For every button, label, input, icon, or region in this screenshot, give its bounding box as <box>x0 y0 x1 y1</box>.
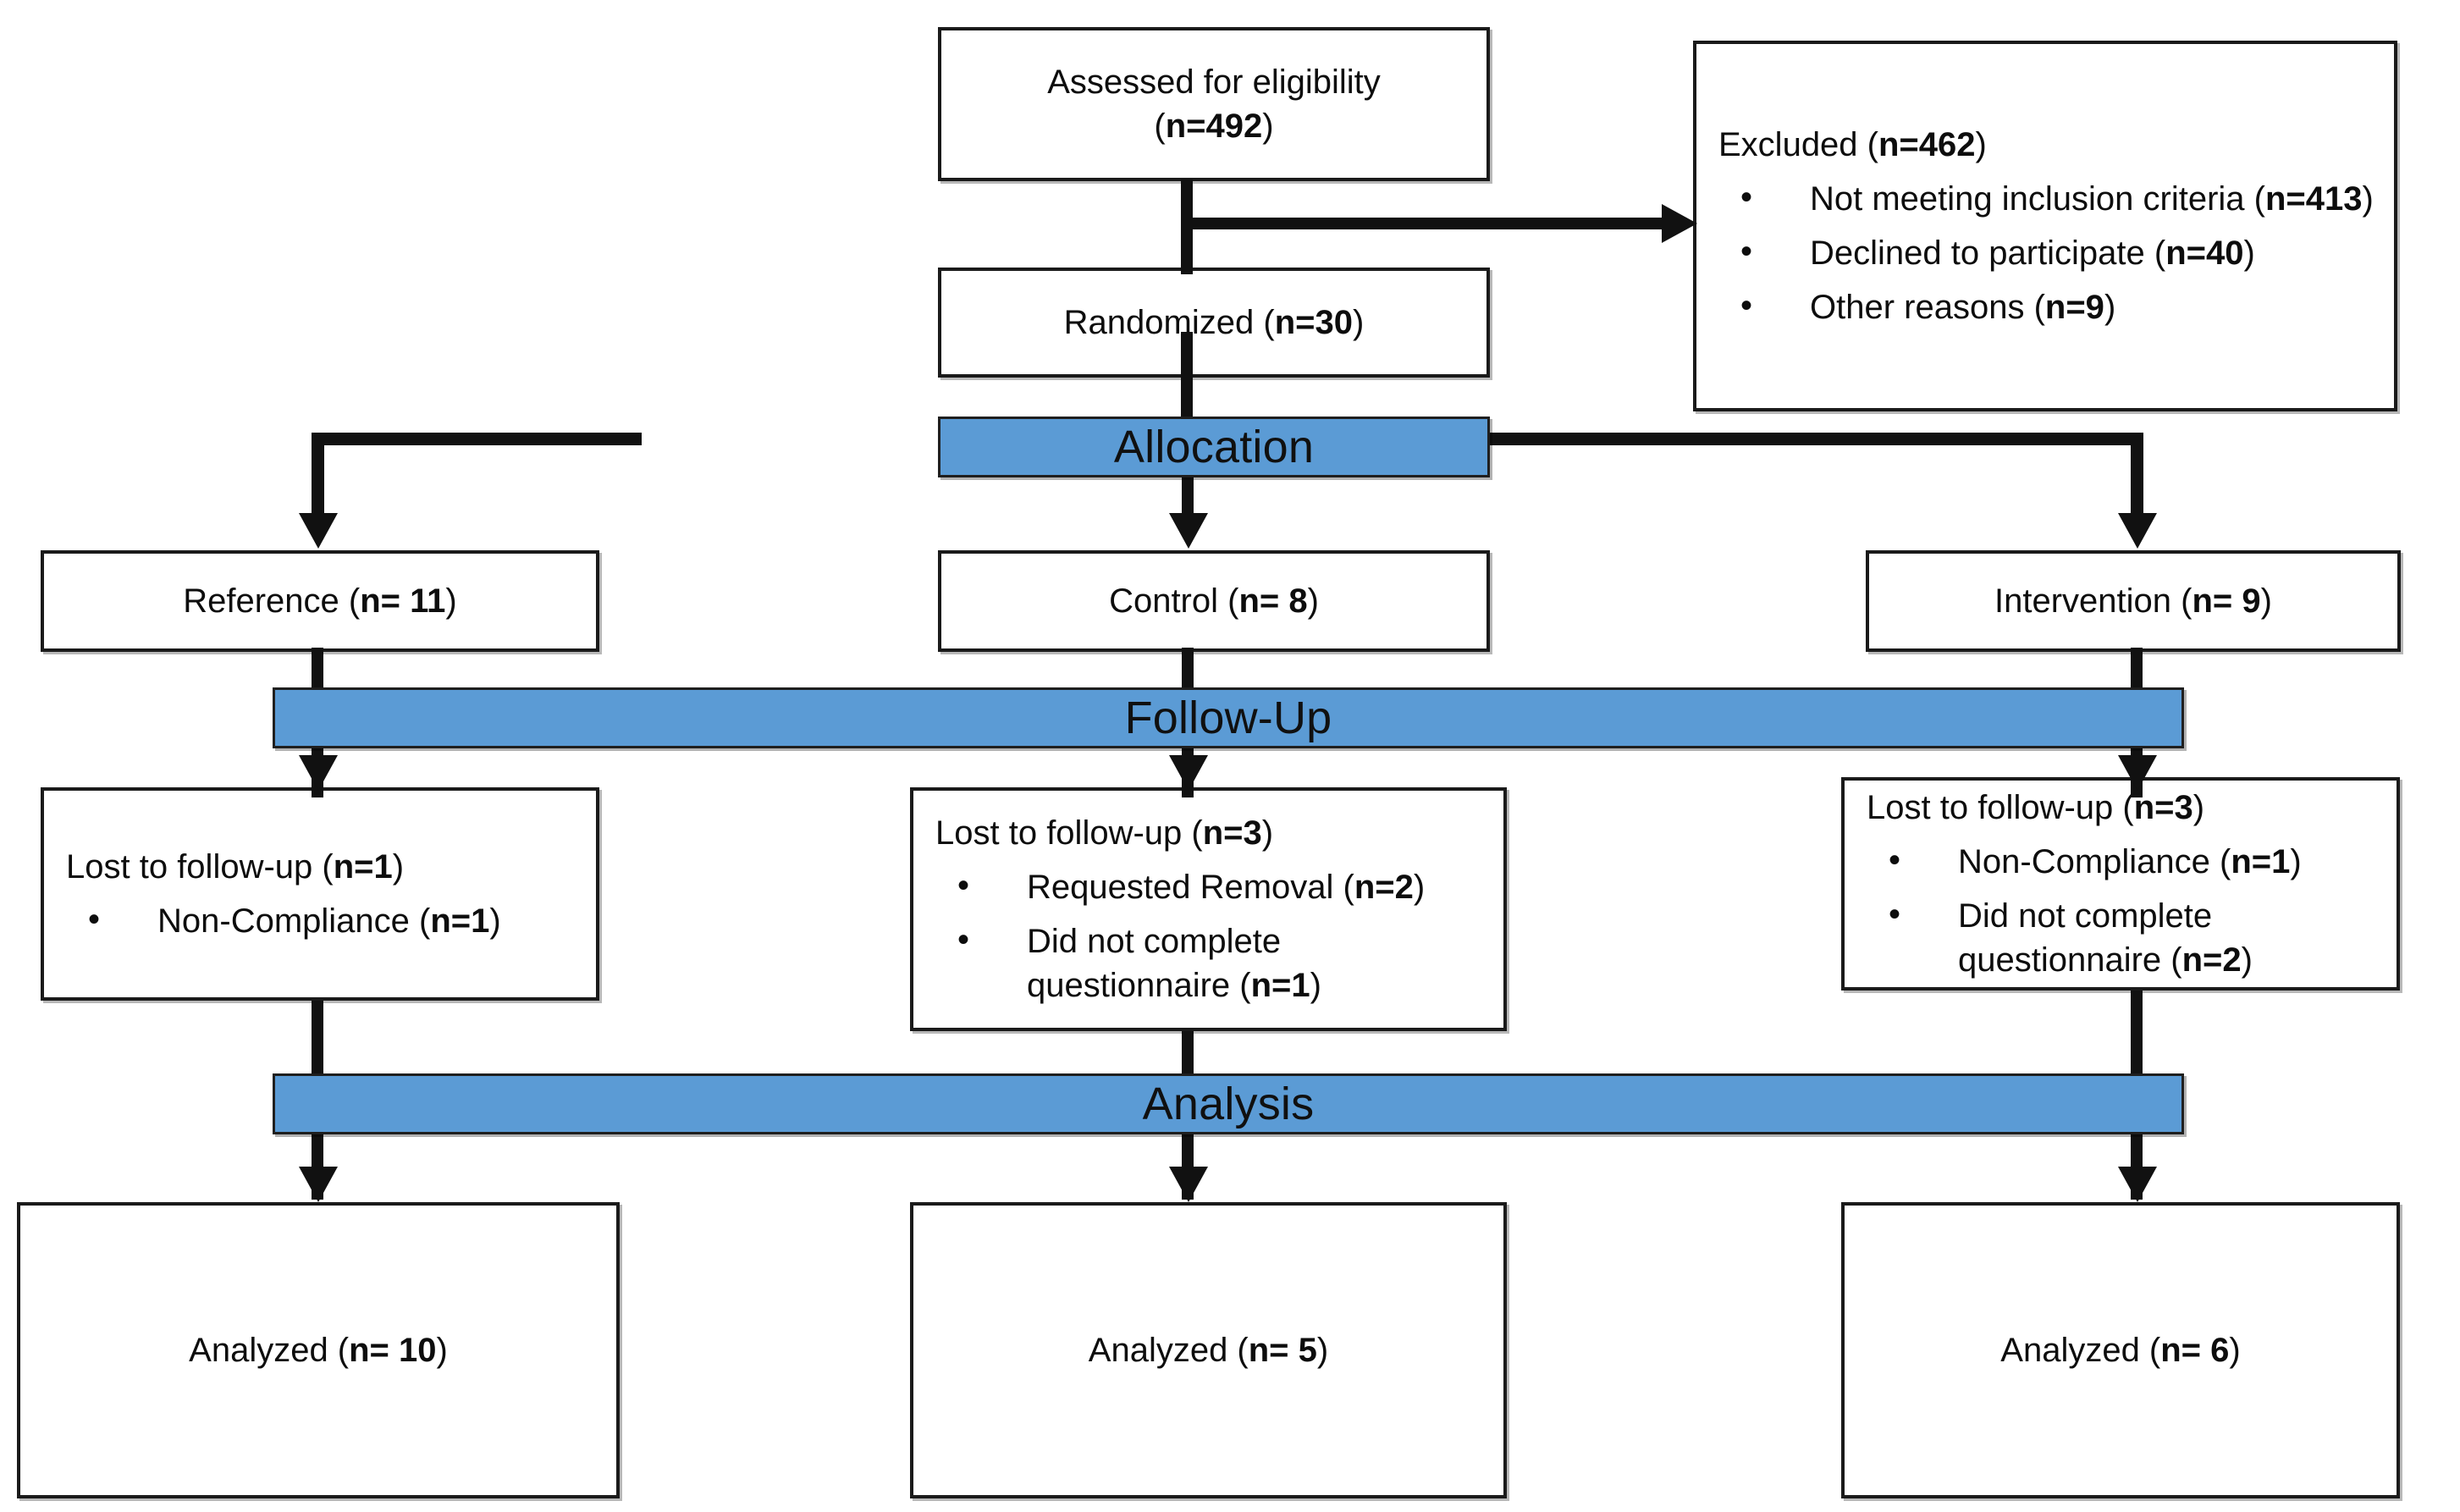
excluded-heading: Excluded (n=462) <box>1718 126 1987 163</box>
node-analyzed-reference: Analyzed (n= 10) <box>17 1202 620 1498</box>
connector-allocation-right-arrowhead <box>2118 513 2157 549</box>
assessed-line-1: Assessed for eligibility <box>1047 63 1381 101</box>
arrowhead-lost-control <box>1169 755 1208 791</box>
list-item: Did not complete questionnaire (n=2) <box>1867 892 2381 982</box>
stage-bar-follow-up: Follow-Up <box>273 687 2184 748</box>
connector-allocation-right-vertical <box>2131 433 2143 517</box>
connector-lost-reference-to-analysis <box>312 1001 323 1082</box>
node-arm-intervention: Intervention (n= 9) <box>1866 550 2401 652</box>
arm-reference-label: Reference (n= 11) <box>183 582 457 620</box>
node-assessed-for-eligibility: Assessed for eligibility (n=492) <box>938 27 1490 181</box>
node-excluded: Excluded (n=462) Not meeting inclusion c… <box>1693 41 2397 411</box>
randomized-label: Randomized (n=30) <box>1063 304 1365 341</box>
lost-intervention-heading: Lost to follow-up (n=3) <box>1867 789 2205 826</box>
assessed-line-2: (n=492) <box>1154 108 1274 145</box>
connector-allocation-left-arrowhead <box>299 513 338 549</box>
connector-to-excluded-arrowhead <box>1662 204 1697 243</box>
connector-allocation-left-vertical <box>312 433 324 517</box>
connector-control-to-followup <box>1182 648 1194 697</box>
connector-intervention-to-followup <box>2131 648 2143 697</box>
lost-control-reason-list: Requested Removal (n=2) Did not complete… <box>935 864 1488 1007</box>
connector-allocation-left-horizontal <box>312 433 642 445</box>
stage-bar-allocation: Allocation <box>938 417 1490 477</box>
connector-allocation-center-vertical <box>1182 474 1194 518</box>
analysis-bar-label: Analysis <box>1142 1079 1315 1129</box>
arrowhead-lost-reference <box>299 755 338 791</box>
lost-control-heading: Lost to follow-up (n=3) <box>935 814 1274 852</box>
list-item: Did not complete questionnaire (n=1) <box>935 918 1488 1007</box>
node-lost-reference: Lost to follow-up (n=1) Non-Compliance (… <box>41 787 599 1001</box>
connector-lost-intervention-to-analysis <box>2131 991 2143 1082</box>
arrowhead-analyzed-control <box>1169 1167 1208 1202</box>
node-analyzed-intervention: Analyzed (n= 6) <box>1841 1202 2400 1498</box>
allocation-bar-label: Allocation <box>1113 422 1315 472</box>
connector-reference-to-followup <box>312 648 323 697</box>
node-arm-control: Control (n= 8) <box>938 550 1490 652</box>
connector-lost-control-to-analysis <box>1182 1031 1194 1082</box>
lost-reference-heading: Lost to follow-up (n=1) <box>66 848 405 886</box>
lost-intervention-reason-list: Non-Compliance (n=1) Did not complete qu… <box>1867 838 2381 982</box>
excluded-reason-list: Not meeting inclusion criteria (n=413) D… <box>1718 175 2379 329</box>
node-lost-control: Lost to follow-up (n=3) Requested Remova… <box>910 787 1507 1031</box>
list-item: Requested Removal (n=2) <box>935 864 1488 909</box>
follow-up-bar-label: Follow-Up <box>1124 693 1332 743</box>
node-lost-intervention: Lost to follow-up (n=3) Non-Compliance (… <box>1841 777 2400 991</box>
list-item: Other reasons (n=9) <box>1718 284 2379 329</box>
list-item: Declined to participate (n=40) <box>1718 229 2379 275</box>
analyzed-control-label: Analyzed (n= 5) <box>1088 1332 1329 1369</box>
arm-intervention-label: Intervention (n= 9) <box>1994 582 2272 620</box>
list-item: Non-Compliance (n=1) <box>1867 838 2381 884</box>
connector-to-excluded-line <box>1181 218 1663 229</box>
analyzed-intervention-label: Analyzed (n= 6) <box>2000 1332 2241 1369</box>
arm-control-label: Control (n= 8) <box>1109 582 1319 620</box>
connector-randomized-to-allocation <box>1181 332 1193 421</box>
analyzed-reference-label: Analyzed (n= 10) <box>189 1332 448 1369</box>
arrowhead-analyzed-intervention <box>2118 1167 2157 1202</box>
node-arm-reference: Reference (n= 11) <box>41 550 599 652</box>
lost-reference-reason-list: Non-Compliance (n=1) <box>66 897 581 943</box>
arrowhead-analyzed-reference <box>299 1167 338 1202</box>
list-item: Non-Compliance (n=1) <box>66 897 581 943</box>
stage-bar-analysis: Analysis <box>273 1073 2184 1134</box>
list-item: Not meeting inclusion criteria (n=413) <box>1718 175 2379 221</box>
connector-allocation-center-arrowhead <box>1169 513 1208 549</box>
node-randomized: Randomized (n=30) <box>938 268 1490 378</box>
node-analyzed-control: Analyzed (n= 5) <box>910 1202 1507 1498</box>
arrowhead-lost-intervention <box>2118 755 2157 791</box>
connector-allocation-right-horizontal <box>1481 433 2143 445</box>
